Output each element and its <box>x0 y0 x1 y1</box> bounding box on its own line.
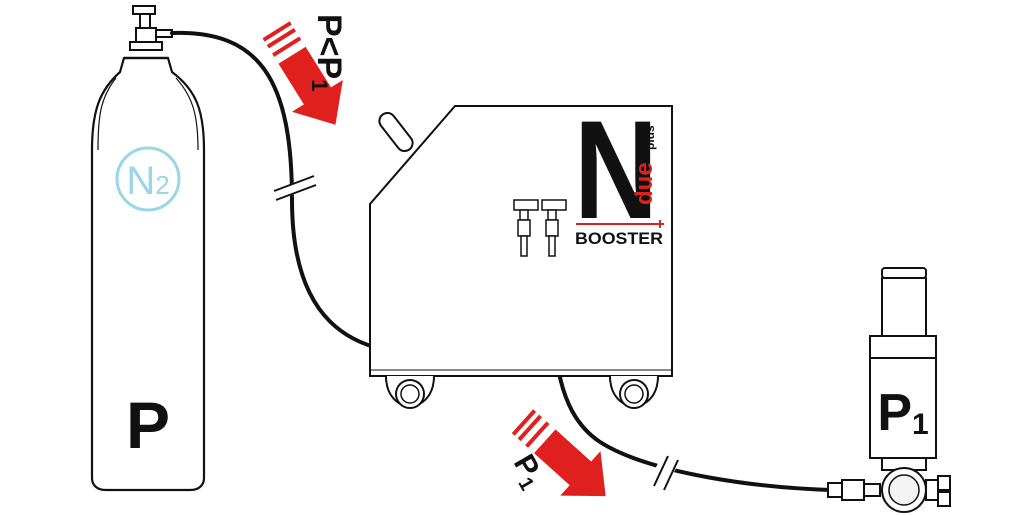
receiver-pressure-subscript: 1 <box>912 408 929 441</box>
inlet-flow-arrow-icon <box>262 21 343 125</box>
inlet-hose-break-icon <box>271 175 317 202</box>
brand-letter: N <box>574 91 658 248</box>
booster-model-label: BOOSTER <box>575 229 663 248</box>
gas-subscript: 2 <box>155 170 169 200</box>
brand-suffix: plus <box>643 125 657 150</box>
booster-outlet-connector-icon <box>541 199 567 257</box>
gas-badge <box>115 146 181 212</box>
outlet-flow-arrow-icon <box>511 409 606 497</box>
booster-brand-logo: N due plus BOOSTER <box>574 91 664 248</box>
brand-word: due <box>631 162 658 205</box>
regulator-gauge-icon <box>827 467 951 513</box>
svg-text:N2: N2 <box>126 159 169 203</box>
outlet-hose-break-icon <box>647 455 679 491</box>
nitrogen-cylinder: N2 P <box>90 5 206 492</box>
booster-unit: N due plus BOOSTER <box>369 91 673 409</box>
booster-inlet-connector-icon <box>513 199 539 257</box>
cylinder-pressure-label: P <box>126 388 170 462</box>
receiver-pressure-label: P <box>877 384 912 442</box>
svg-text:P1: P1 <box>877 384 928 442</box>
receiver-device: P1 <box>827 267 951 513</box>
inlet-pressure-subscript: 1 <box>307 79 332 91</box>
booster-wheel-right <box>609 375 659 409</box>
inlet-pressure-label: P<P1 <box>307 14 348 91</box>
booster-handle <box>378 111 414 153</box>
gas-label: N <box>126 159 155 203</box>
booster-wheel-left <box>385 375 435 409</box>
cylinder-valve-icon <box>129 5 173 51</box>
